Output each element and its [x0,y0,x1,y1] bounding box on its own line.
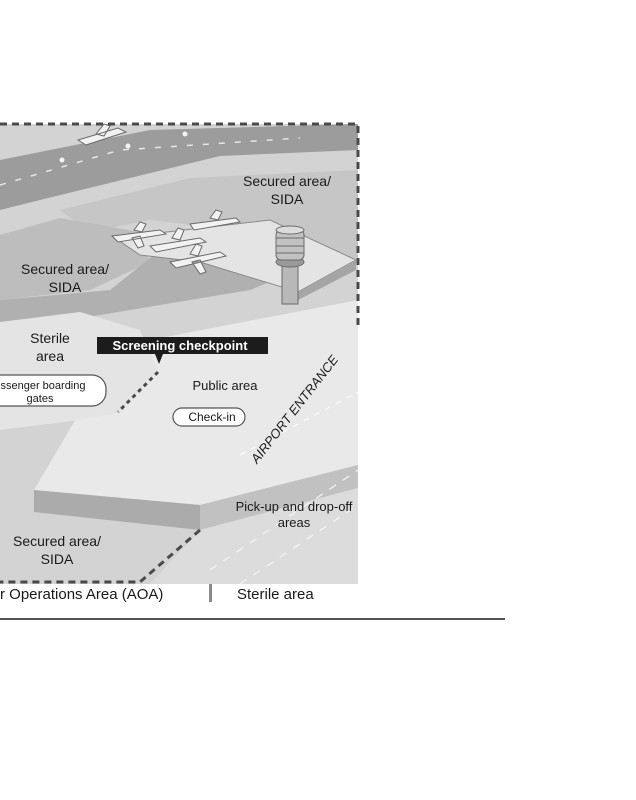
label-pickup-2: areas [278,515,311,530]
aoa-dashed-perimeter [0,122,360,325]
label-check-in: Check-in [188,410,235,424]
label-boarding-2: gates [27,393,54,405]
boarding-gates-callout: ssenger boarding gates [0,374,107,407]
label-secured-left-2: SIDA [49,279,82,295]
label-secured-bottom-1: Secured area/ [13,533,101,549]
legend-sterile-swatch [209,584,212,602]
runway [0,124,358,210]
label-sterile-1: Sterile [30,330,70,346]
label-pickup-1: Pick-up and drop-off [236,499,353,514]
label-secured-top-right-2: SIDA [271,191,304,207]
label-boarding-1: ssenger boarding [0,380,85,392]
terminal-front-face [34,490,200,530]
control-tower-icon [275,225,305,305]
legend-sterile-area: Sterile area [237,586,314,603]
aoa-dashed-perimeter-bottom [0,528,201,584]
airplane-icons [76,123,242,275]
label-sterile-2: area [36,348,64,364]
label-secured-left-1: Secured area/ [21,261,109,277]
terminal-side-face [200,465,358,530]
label-secured-top-right-1: Secured area/ [243,173,331,189]
apron-left [0,218,150,300]
access-road [150,488,358,584]
runway-centerline [0,137,301,186]
terminal-roof [34,300,358,505]
pier-side [298,260,356,300]
label-screening-checkpoint: Screening checkpoint [112,338,248,353]
sterile-dashed-boundary [116,370,160,414]
label-secured-bottom-2: SIDA [41,551,74,567]
legend-aoa: r Operations Area (AOA) [0,586,164,603]
label-public-area: Public area [192,378,258,393]
check-in-callout: Check-in [172,407,246,427]
screening-checkpoint-marker: Screening checkpoint [97,337,268,364]
